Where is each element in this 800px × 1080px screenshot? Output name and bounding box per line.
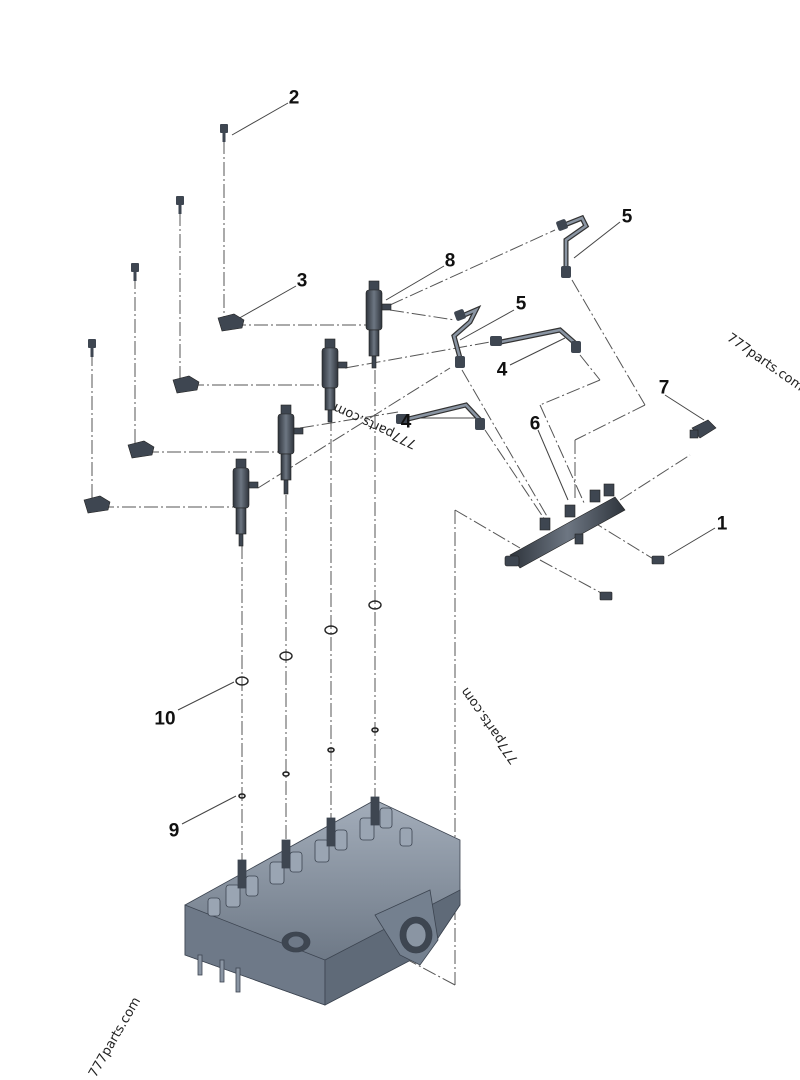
injectors — [232, 280, 392, 547]
callout-6: 6 — [529, 413, 541, 435]
callout-4-upper: 4 — [496, 359, 508, 381]
injector-clamps — [83, 313, 245, 514]
o-rings — [235, 600, 382, 686]
rail-hardware — [599, 419, 717, 601]
callout-5-upper: 5 — [621, 206, 633, 228]
fuel-line-nuts — [396, 219, 581, 430]
callout-10: 10 — [154, 708, 176, 730]
callout-5-lower: 5 — [515, 293, 527, 315]
assembly-lines — [91, 140, 691, 986]
cylinder-head — [184, 796, 461, 1006]
clamp-bolts — [88, 124, 228, 357]
callout-8: 8 — [444, 250, 456, 272]
callout-9: 9 — [168, 820, 180, 842]
callout-4-lower: 4 — [400, 411, 412, 433]
seal-washers — [238, 727, 379, 799]
leader-lines — [177, 102, 716, 825]
callout-2: 2 — [288, 87, 300, 109]
fuel-rail — [504, 483, 626, 569]
callout-1: 1 — [716, 513, 728, 535]
callout-3: 3 — [296, 270, 308, 292]
fuel-lines — [401, 214, 590, 423]
callout-7: 7 — [658, 377, 670, 399]
